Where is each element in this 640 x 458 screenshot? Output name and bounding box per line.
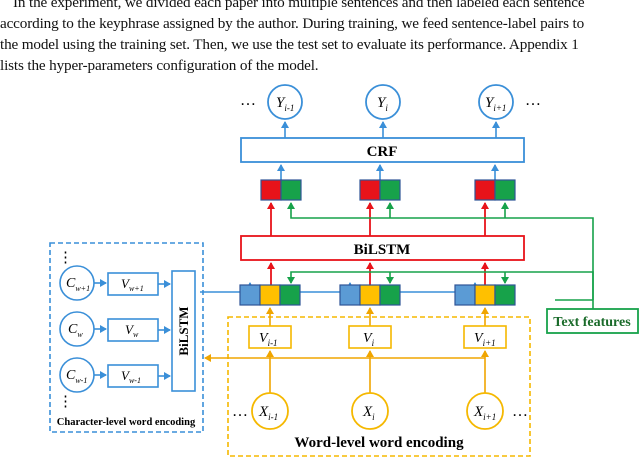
cell-red	[260, 179, 282, 201]
paragraph-line: according to the keyphrase assigned by t…	[0, 15, 585, 32]
word-vector-box	[348, 325, 392, 349]
output-nodes: … … Yi-1 Yi Yi+1	[240, 84, 541, 120]
cell-blue	[454, 284, 476, 306]
char-bilstm-box	[171, 270, 196, 392]
cell-red	[474, 179, 496, 201]
word-input-node	[466, 392, 504, 430]
ellipsis-left-top: …	[240, 92, 256, 109]
word-inputs: … … Xi-1 Xi Xi+1	[232, 392, 528, 430]
char-inputs: Cw+1 Cw Cw-1	[59, 265, 95, 393]
output-label: Yi	[377, 95, 388, 113]
char-bilstm-label: BiLSTM	[176, 306, 191, 355]
bilstm-layer-box	[240, 235, 525, 261]
cell-green	[379, 179, 401, 201]
crf-layer-box	[240, 137, 525, 163]
word-vector-box	[248, 325, 292, 349]
word-input-label: Xi-1	[258, 404, 278, 422]
word-vector-label: Vi+1	[474, 331, 496, 348]
text-features-label: Text features	[553, 315, 631, 330]
cell-red	[359, 179, 381, 201]
cell-green	[280, 179, 302, 201]
char-input-label: Cw+1	[66, 276, 90, 293]
word-level-encoding-panel	[227, 316, 531, 457]
paragraph-line: the model using the training set. Then, …	[0, 36, 579, 53]
bilstm-label: BiLSTM	[354, 242, 411, 258]
text-features-lower-lines	[287, 271, 594, 301]
paragraph-line: In the experiment, we divided each paper…	[13, 0, 585, 11]
output-node-y-i	[365, 84, 401, 120]
text-features-upper-lines	[287, 202, 594, 300]
char-level-encoding-panel	[49, 242, 204, 433]
cell-green	[494, 179, 516, 201]
cell-blue	[239, 284, 261, 306]
cell-yellow	[359, 284, 381, 306]
word-vector-label: Vi	[363, 331, 375, 348]
cell-blue	[339, 284, 361, 306]
concat-cells-lower	[239, 284, 516, 306]
word-input-label: Xi	[362, 404, 375, 422]
char-vectors: Vw+1 Vw Vw-1	[107, 272, 159, 388]
word-input-node	[351, 392, 389, 430]
output-label: Yi-1	[276, 95, 294, 113]
word-vectors: Vi-1 Vi Vi+1	[248, 325, 507, 349]
cell-green	[279, 284, 301, 306]
output-label: Yi+1	[485, 95, 506, 113]
paragraph-line: lists the hyper-parameters configuration…	[0, 57, 319, 74]
word-vector-label: Vi-1	[259, 331, 278, 348]
char-input-label: Cw	[68, 322, 83, 339]
output-node-y-i+1	[478, 84, 514, 120]
vertical-ellipsis-bottom: ⋮	[58, 394, 73, 410]
char-input-label: Cw-1	[66, 368, 87, 385]
ellipsis-right-bottom: …	[512, 403, 528, 420]
ellipsis-left-bottom: …	[232, 403, 248, 420]
char-vector-label: Vw-1	[121, 368, 141, 385]
cell-green	[379, 284, 401, 306]
crf-label: CRF	[367, 144, 398, 160]
vertical-ellipsis-top: ⋮	[58, 250, 73, 266]
concat-cells-upper	[260, 179, 516, 201]
ellipsis-right-top: …	[525, 92, 541, 109]
cell-yellow	[259, 284, 281, 306]
word-input-node	[251, 392, 289, 430]
word-input-label: Xi+1	[473, 404, 496, 422]
char-vector-label: Vw+1	[121, 276, 144, 293]
text-features-box	[546, 308, 639, 334]
word-vector-box	[463, 325, 507, 349]
char-vector-label: Vw	[125, 322, 139, 339]
cell-green	[494, 284, 516, 306]
output-node-y-i-1	[267, 84, 303, 120]
char-level-encoding-caption: Character-level word encoding	[57, 417, 196, 428]
cell-yellow	[474, 284, 496, 306]
word-level-encoding-caption: Word-level word encoding	[294, 435, 464, 451]
